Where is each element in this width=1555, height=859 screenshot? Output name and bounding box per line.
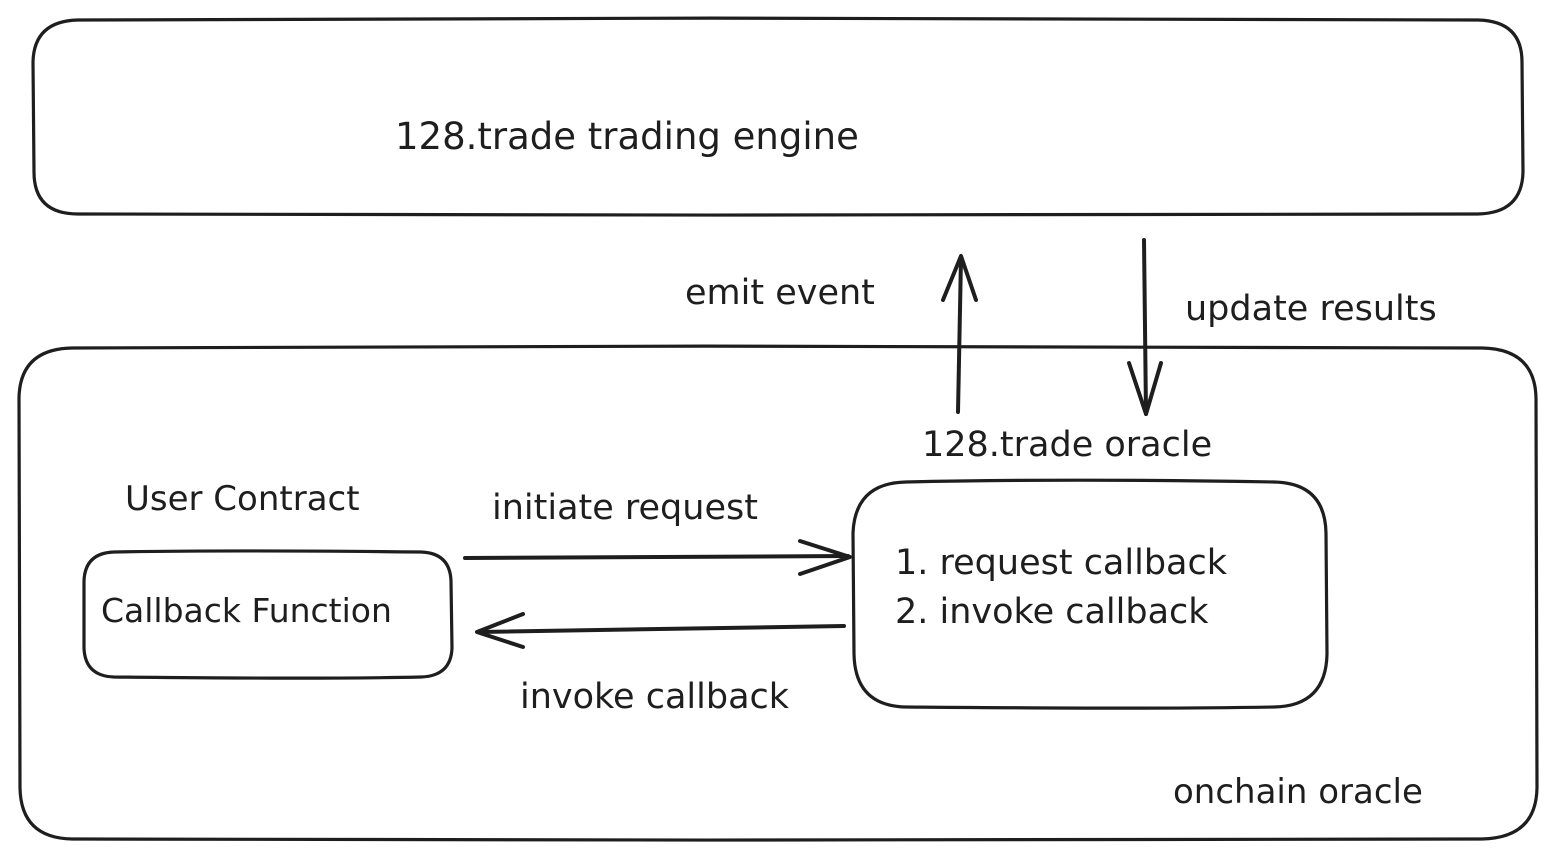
emit-event-arrowhead: [941, 254, 978, 302]
update-results-arrowhead: [1127, 361, 1163, 416]
invoke-callback-arrowhead: [475, 612, 525, 649]
callback-function-box: [82, 549, 454, 680]
onchain-oracle-label: onchain oracle: [1173, 772, 1423, 812]
oracle-title: 128.trade oracle: [922, 425, 1213, 465]
initiate-request-arrow-line: [463, 554, 850, 560]
invoke-callback-label: invoke callback: [520, 677, 790, 717]
emit-event-label: emit event: [685, 273, 875, 313]
onchain-oracle-box: [17, 344, 1539, 842]
invoke-callback-arrow-line: [476, 624, 846, 634]
emit-event-arrow-line: [956, 256, 963, 414]
update-results-arrow-line: [1142, 238, 1148, 416]
callback-function-label: Callback Function: [101, 591, 392, 630]
initiate-request-arrowhead: [798, 539, 852, 576]
initiate-request-label: initiate request: [492, 488, 758, 528]
update-results-label: update results: [1185, 289, 1437, 329]
user-contract-title: User Contract: [125, 479, 360, 519]
oracle-step-1: 1. request callback: [895, 543, 1228, 583]
oracle-box: [851, 478, 1329, 710]
oracle-step-2: 2. invoke callback: [895, 592, 1209, 632]
trading-engine-label: 128.trade trading engine: [395, 115, 859, 158]
trading-engine-box: [31, 16, 1525, 217]
